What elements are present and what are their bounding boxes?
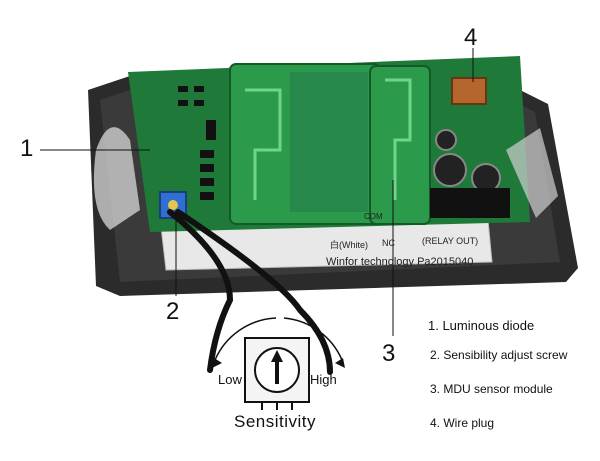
callout-2: 2	[166, 298, 180, 325]
luminous-diode-lens	[93, 127, 140, 230]
mdu-module-right	[369, 65, 431, 225]
side-lens-right	[506, 128, 558, 218]
electrolytic-capacitors	[433, 129, 501, 193]
relay	[430, 188, 510, 218]
callout-3: 3	[382, 340, 396, 367]
legend-item-2: 2. Sensibility adjust screw	[430, 348, 568, 362]
label-white: 白(White)	[330, 240, 368, 250]
label-relay-out: (RELAY OUT)	[422, 236, 479, 246]
antenna-traces	[245, 78, 412, 200]
zoom-arc-right	[175, 209, 333, 375]
dial-arc-left	[214, 317, 277, 361]
callout-4: 4	[464, 24, 478, 51]
arrow-low	[212, 358, 222, 368]
sensitivity-caption: Sensitivity	[234, 412, 317, 431]
label-maker: Winfor technology Pa2015040	[326, 256, 474, 268]
dial-pointer-head	[271, 350, 283, 362]
dial-high-label: High	[310, 372, 337, 387]
wire-plug	[451, 77, 487, 105]
zoom-arc-left	[167, 209, 234, 373]
dial-arc-right	[283, 317, 343, 361]
smd-components	[178, 86, 216, 200]
legend-item-1: 1. Luminous diode	[428, 318, 535, 333]
label-nc: NC	[382, 238, 395, 248]
dial-low-label: Low	[218, 372, 242, 387]
arrow-high	[335, 358, 345, 368]
mdu-ground-plane	[290, 72, 368, 212]
legend-item-3: 3. MDU sensor module	[430, 382, 553, 396]
legend-item-4: 4. Wire plug	[430, 416, 495, 430]
label-com: COM	[364, 212, 383, 221]
callout-1: 1	[20, 135, 34, 162]
